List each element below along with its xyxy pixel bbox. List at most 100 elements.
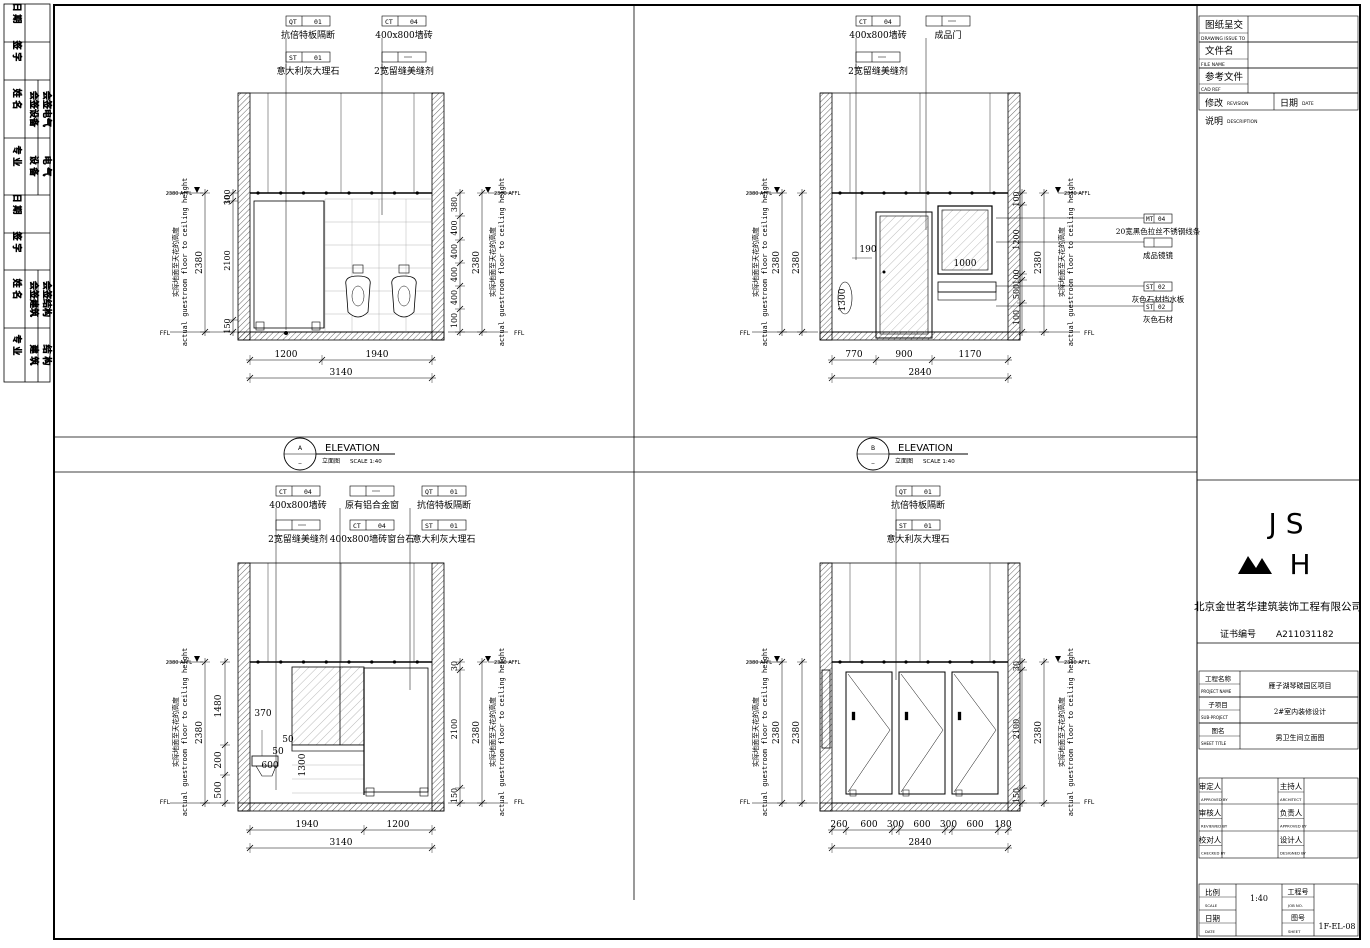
tag-text: 抗倍特板隔断 — [281, 29, 335, 41]
title-row-en: FILE NAME — [1201, 62, 1225, 68]
partition-foot — [365, 787, 375, 797]
afl-label: 2380 AFFL — [746, 660, 772, 666]
dim-label: 2840 — [909, 368, 932, 378]
door-lock — [957, 711, 962, 721]
hanger-dot — [415, 191, 419, 195]
tag-code: QT — [289, 18, 297, 26]
urinal — [391, 275, 417, 318]
wall-right — [431, 92, 445, 341]
elevation-id: A — [298, 445, 303, 452]
afl-label: 2380 AFFL — [1064, 191, 1090, 197]
vertical-note: actual guestroom floor to ceiling height — [498, 178, 506, 347]
dim-label: 400 — [450, 244, 459, 259]
dim-label: 2100 — [223, 250, 232, 270]
dim-label: 30 — [450, 661, 459, 671]
partition-foot — [955, 789, 963, 797]
vertical-note: actual guestroom floor to ceiling height — [498, 648, 506, 817]
floor-slab — [237, 331, 445, 341]
hanger-dot — [904, 191, 908, 195]
dim-label: 190 — [859, 245, 876, 255]
ffl-label: FFL — [740, 330, 751, 337]
toilet-partition-door — [845, 671, 893, 795]
dim-label: 100 — [450, 313, 459, 328]
dim-label: 2840 — [909, 838, 932, 848]
door-swing — [900, 673, 944, 793]
role-en: APPROVED BY — [1201, 797, 1228, 802]
floor-slab — [237, 802, 445, 812]
door-lock — [851, 711, 856, 721]
vertical-note: actual guestroom floor to ceiling height — [761, 648, 769, 817]
role-cn: 审定人 — [1199, 781, 1222, 791]
hanger-dot — [838, 191, 842, 195]
elevation-sheet: _ — [871, 457, 876, 464]
door-swing — [847, 673, 891, 793]
role-en: ARCHITECT — [1280, 797, 1302, 802]
dim-label: 500 — [214, 781, 224, 798]
project-label-en: SHEET TITLE — [1201, 741, 1227, 746]
dim-label: 100 — [1012, 191, 1021, 206]
tag-box — [421, 485, 467, 497]
tag-num: 04 — [410, 18, 418, 26]
ffl-label: FFL — [740, 799, 751, 806]
tag-text: 原有铝合金窗 — [345, 499, 399, 511]
tag-num: 04 — [304, 488, 312, 496]
hanger-dot — [324, 660, 328, 664]
tag-text: 抗倍特板隔断 — [417, 499, 471, 511]
role-en: APPROVED BY — [1280, 824, 1307, 829]
dim-label: 400 — [450, 267, 459, 282]
ffl-label: FFL — [160, 330, 171, 337]
role-cn: 负责人 — [1280, 808, 1303, 818]
dim-label: 2380 — [772, 721, 782, 744]
urinal — [345, 275, 371, 318]
roles-box — [1198, 777, 1359, 859]
urinal-bowl — [397, 285, 411, 307]
mirror-glass — [941, 209, 989, 271]
role-cn: 主持人 — [1280, 781, 1303, 791]
dim-label: 300 — [940, 820, 957, 830]
tag-text: 成品门 — [934, 29, 961, 41]
job-cn: 工程号 — [1288, 887, 1309, 896]
hanger-dot — [256, 191, 260, 195]
job-en: JOB NO. — [1287, 903, 1303, 908]
tag-code: CT — [279, 488, 287, 496]
strip-specialty: 设 备 — [28, 156, 40, 177]
tag-num: 01 — [924, 522, 932, 530]
hanger-dot — [838, 660, 842, 664]
dim-label: 3140 — [330, 368, 353, 378]
tag-num: 02 — [1158, 304, 1166, 311]
tag-text: 成品镜镜 — [1143, 250, 1173, 260]
door-frame — [875, 211, 933, 339]
tag-box — [421, 519, 467, 531]
logo-text: H — [1289, 548, 1310, 581]
dim-label: 2380 — [195, 251, 205, 274]
flush-valve — [398, 264, 410, 274]
logo-text: J S — [1267, 507, 1304, 540]
dim-label: 1200 — [1012, 229, 1021, 249]
vertical-note: actual guestroom floor to ceiling height — [1067, 178, 1075, 347]
hanger-dot — [301, 660, 306, 664]
desc-cn: 说明 — [1205, 115, 1223, 127]
tag-text: 灰色石材 — [1143, 314, 1173, 324]
role-cn: 校对人 — [1199, 834, 1222, 844]
dim-label: 600 — [860, 820, 877, 830]
tag-box — [895, 485, 941, 497]
elevation-scale: SCALE 1:40 — [923, 459, 955, 465]
project-value: 雁子湖琴碳园区项目 — [1269, 681, 1332, 690]
partition-foot — [849, 789, 857, 797]
tag-text: 灰色石材挡水板 — [1132, 294, 1185, 304]
toilet-partition-door — [951, 671, 999, 795]
hanger-dot — [948, 191, 952, 195]
hanger-dot — [301, 191, 306, 195]
revision-en: REVISION — [1227, 101, 1248, 107]
wall-right — [1007, 562, 1021, 812]
strip-heading: 专 业 — [11, 146, 23, 167]
level-marker — [1055, 656, 1061, 662]
tag-text: 400x800墙砖 — [849, 29, 906, 41]
afl-label: 2380 AFFL — [166, 660, 192, 666]
vanity-top — [937, 281, 997, 293]
tag-box — [1143, 301, 1173, 312]
sheet-no-en: SHEET — [1288, 929, 1301, 934]
